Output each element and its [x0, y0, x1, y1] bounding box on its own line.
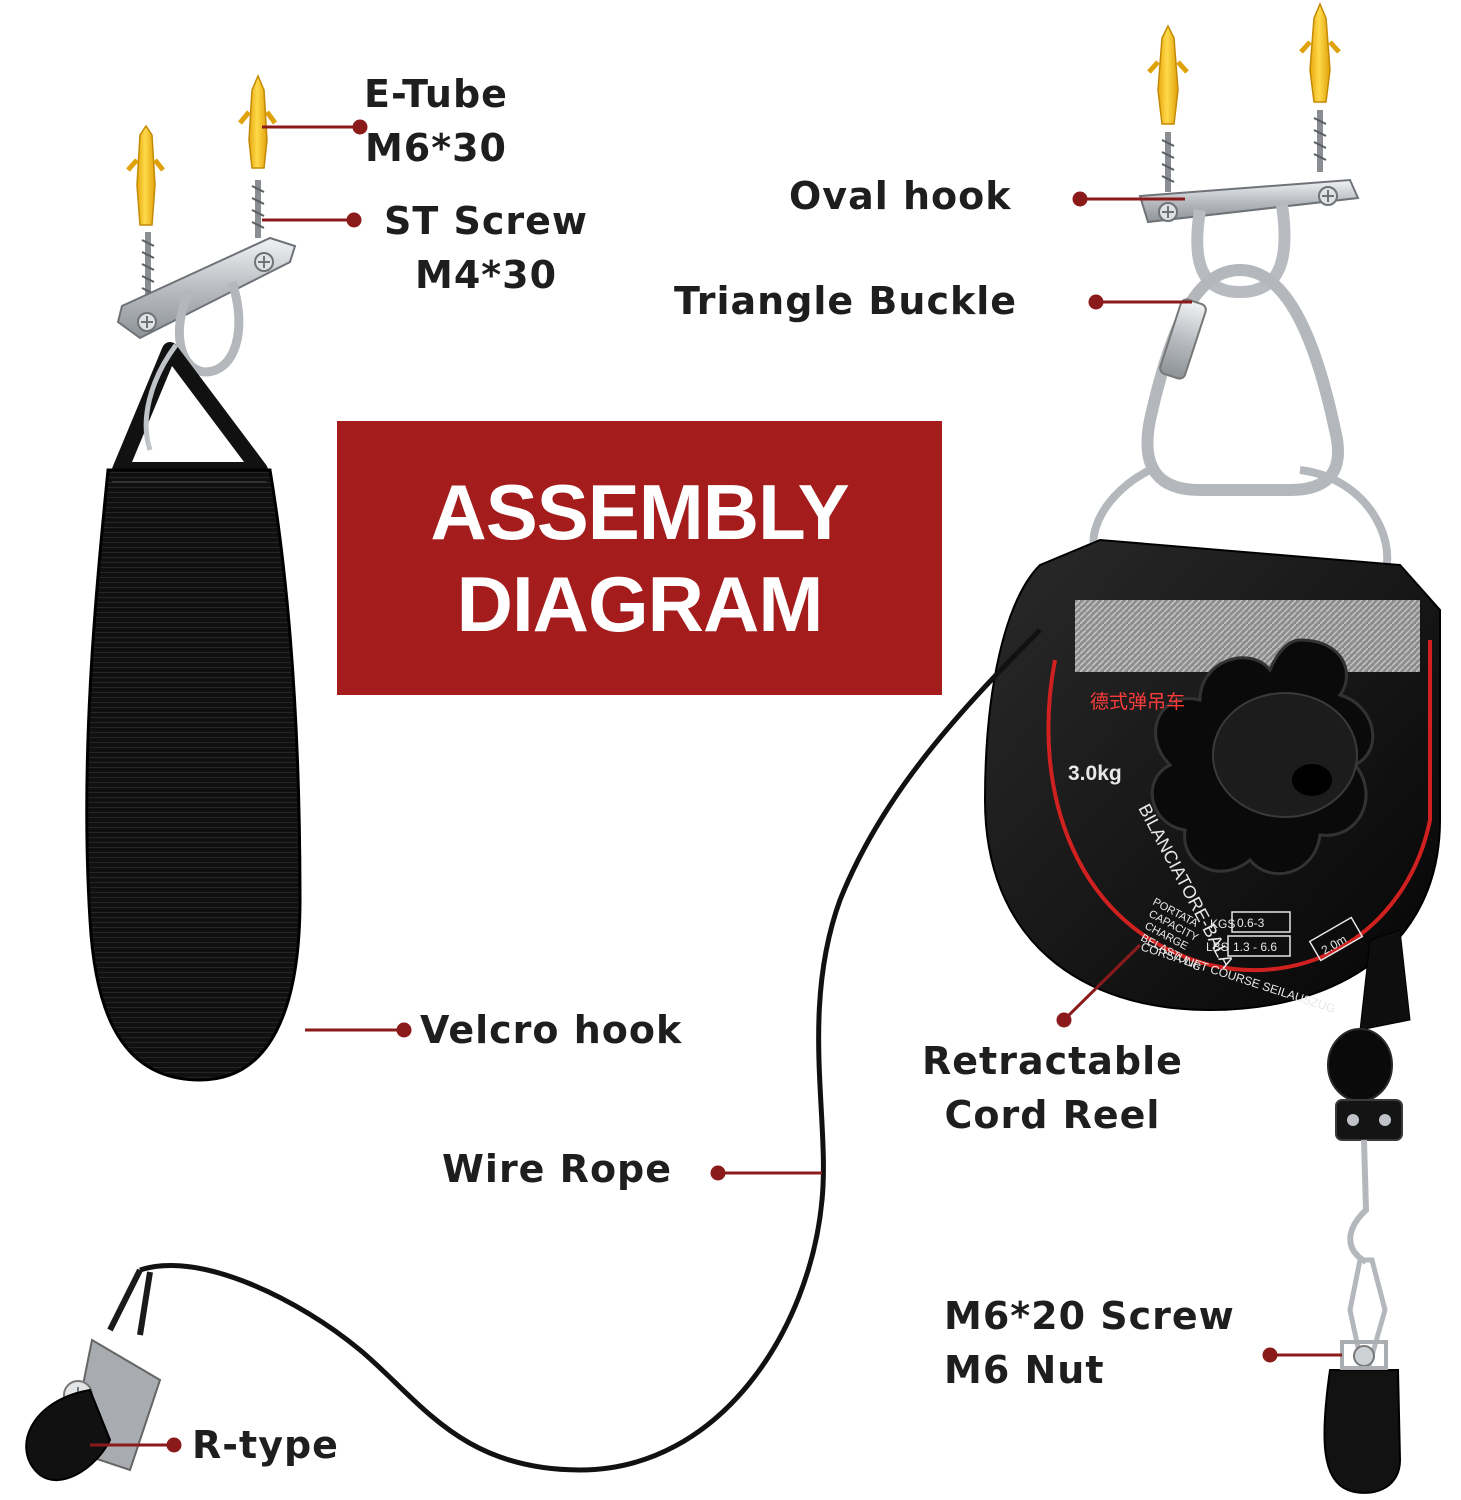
label-m6-line1: M6*20 Screw: [944, 1294, 1235, 1338]
label-retractable-cord-reel: Retractable Cord Reel: [922, 1034, 1183, 1142]
screw-icon: [1161, 132, 1175, 192]
leader-lines: [90, 119, 1342, 1453]
label-st-screw-line2: M4*30: [415, 253, 558, 297]
assembly-diagram-banner: ASSEMBLY DIAGRAM: [337, 421, 942, 695]
label-m6-screw-nut: M6*20 Screw M6 Nut: [944, 1289, 1235, 1397]
wall-anchor-icon: [1299, 2, 1341, 103]
screw-icon: [251, 180, 265, 238]
screw-icon: [1313, 110, 1327, 172]
carabiner-icon: [1089, 263, 1392, 583]
r-clamp-icon: [1323, 1340, 1402, 1494]
strap-icon: [85, 468, 302, 1082]
label-velcro-hook: Velcro hook: [420, 1008, 683, 1052]
reel-kgs-value: 0.6-3: [1237, 916, 1265, 930]
label-triangle-buckle: Triangle Buckle: [674, 279, 1018, 323]
wall-anchor-icon: [238, 74, 278, 169]
label-reel-line1: Retractable: [922, 1039, 1183, 1083]
reel-capacity-text: 3.0kg: [1068, 762, 1122, 785]
banner-line1: ASSEMBLY: [430, 468, 849, 556]
reel-kgs-label: KGS: [1210, 917, 1235, 931]
label-oval-hook: Oval hook: [789, 174, 1012, 218]
label-e-tube-line2: M6*30: [364, 126, 507, 170]
label-wire-rope: Wire Rope: [442, 1147, 673, 1191]
reel-brand-text: 德式弹吊车: [1090, 691, 1185, 713]
reel-icon: [983, 538, 1441, 1381]
r-clamp-icon: [25, 1268, 162, 1481]
mounting-plate-icon: [1138, 178, 1360, 299]
reel-lbs-label: LBS: [1206, 940, 1229, 954]
label-reel-line2: Cord Reel: [944, 1093, 1161, 1137]
wire-rope-icon: [139, 628, 1042, 1473]
label-st-screw: ST Screw M4*30: [384, 194, 588, 302]
reel-lbs-value: 1.3 - 6.6: [1233, 940, 1277, 954]
carabiner-icon: [112, 342, 268, 478]
mounting-plate-icon: [116, 236, 297, 377]
banner-line2: DIAGRAM: [456, 560, 824, 648]
label-r-type: R-type: [192, 1423, 339, 1467]
label-m6-line2: M6 Nut: [944, 1348, 1105, 1392]
label-e-tube: E-Tube M6*30: [364, 67, 508, 175]
wall-anchor-icon: [1147, 24, 1189, 125]
label-st-screw-line1: ST Screw: [384, 199, 589, 243]
label-e-tube-line1: E-Tube: [364, 72, 508, 116]
wall-anchor-icon: [126, 124, 165, 226]
